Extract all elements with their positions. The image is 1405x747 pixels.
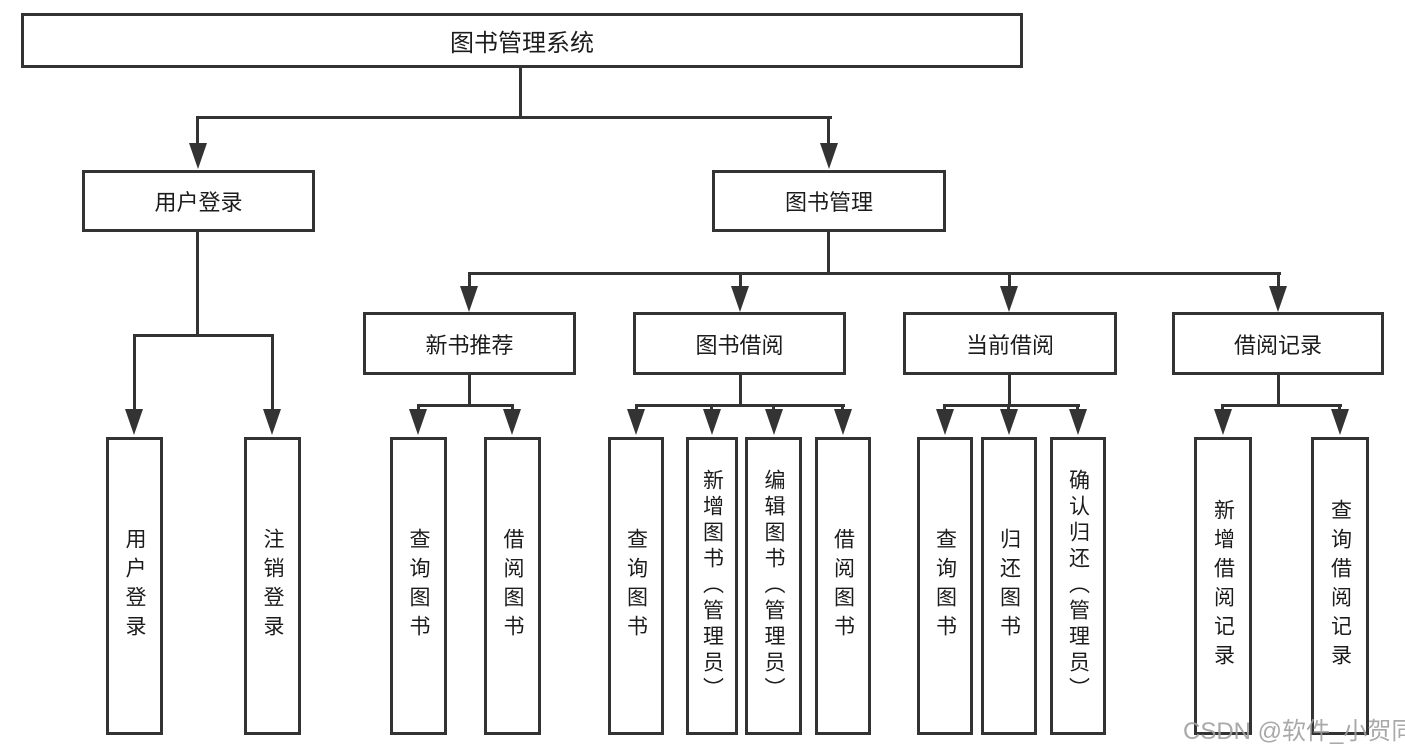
arrowhead-down-icon [731, 286, 749, 312]
node-label: 借阅记录 [1233, 332, 1322, 358]
leaf-label: 借阅图书 [501, 528, 524, 644]
leaf-return-books: 归还图书 [981, 437, 1037, 735]
leaf-label: 借阅图书 [831, 528, 855, 644]
node-book-management: 图书管理 [712, 170, 946, 232]
node-borrowing-records: 借阅记录 [1172, 312, 1384, 375]
connector-vline [196, 116, 199, 146]
leaf-query-books-recommend: 查询图书 [390, 437, 447, 735]
arrowhead-down-icon [1000, 409, 1018, 435]
arrowhead-down-icon [627, 409, 645, 435]
connector-hline [133, 334, 274, 337]
leaf-label: 归还图书 [997, 528, 1021, 644]
leaf-add-books-admin: 新增图书（管理员） [686, 437, 738, 735]
connector-vline [1008, 272, 1011, 288]
leaf-add-borrow-record: 新增借阅记录 [1194, 437, 1252, 735]
leaf-query-books-borrowing: 查询图书 [608, 437, 664, 735]
leaf-logout-login: 注销登录 [244, 437, 301, 735]
connector-vline [196, 232, 199, 337]
arrowhead-down-icon [189, 143, 207, 169]
node-user-login: 用户登录 [82, 170, 315, 232]
leaf-label: 查询图书 [624, 528, 648, 644]
connector-vline [468, 375, 471, 406]
connector-hline [417, 404, 514, 407]
arrowhead-down-icon [125, 409, 143, 435]
connector-vline [511, 404, 514, 412]
node-label: 新书推荐 [425, 332, 514, 358]
arrowhead-down-icon [1269, 286, 1287, 312]
watermark: CSDN @软件_小贺同学 [1183, 718, 1405, 745]
connector-vline [1007, 404, 1010, 412]
node-label: 用户登录 [154, 190, 243, 215]
arrowhead-down-icon [936, 409, 954, 435]
connector-vline [710, 404, 713, 412]
node-library-system: 图书管理系统 [21, 13, 1023, 68]
leaf-user-login: 用户登录 [106, 437, 163, 735]
leaf-label: 确认归还（管理员） [1066, 469, 1090, 703]
arrowhead-down-icon [460, 286, 478, 312]
connector-vline [1221, 404, 1224, 412]
arrowhead-down-icon [834, 409, 852, 435]
leaf-label: 查询借阅记录 [1328, 499, 1352, 673]
node-label: 当前借阅 [965, 332, 1054, 358]
arrowhead-down-icon [1069, 409, 1087, 435]
connector-vline [772, 404, 775, 412]
connector-vline [635, 404, 638, 412]
connector-hline [468, 272, 1281, 275]
node-new-book-recommendation: 新书推荐 [363, 312, 576, 375]
arrowhead-down-icon [409, 409, 427, 435]
connector-vline [1277, 272, 1280, 288]
node-label: 图书管理系统 [450, 30, 594, 57]
connector-hline [635, 404, 845, 407]
arrowhead-down-icon [1000, 286, 1018, 312]
leaf-label: 注销登录 [261, 528, 284, 644]
leaf-borrow-books-recommend: 借阅图书 [484, 437, 541, 735]
arrowhead-down-icon [820, 143, 838, 169]
connector-vline [841, 404, 844, 412]
connector-vline [417, 404, 420, 412]
connector-vline [1008, 375, 1011, 406]
connector-hline [196, 116, 832, 119]
arrowhead-down-icon [503, 409, 521, 435]
connector-vline [468, 272, 471, 288]
arrowhead-down-icon [263, 409, 281, 435]
connector-hline [944, 404, 1080, 407]
connector-vline [133, 334, 136, 411]
leaf-edit-books-admin: 编辑图书（管理员） [745, 437, 802, 735]
connector-vline [271, 334, 274, 411]
leaf-confirm-return-admin: 确认归还（管理员） [1050, 437, 1106, 735]
leaf-query-borrow-record: 查询借阅记录 [1311, 437, 1369, 735]
arrowhead-down-icon [703, 409, 721, 435]
connector-hline [1222, 404, 1342, 407]
leaf-borrow-books-borrowing: 借阅图书 [815, 437, 871, 735]
connector-vline [519, 68, 522, 119]
connector-vline [943, 404, 946, 412]
leaf-query-books-current: 查询图书 [917, 437, 973, 735]
leaf-label: 新增借阅记录 [1211, 499, 1235, 673]
node-label: 图书借阅 [695, 332, 784, 358]
connector-vline [1277, 375, 1280, 406]
connector-vline [1338, 404, 1341, 412]
arrowhead-down-icon [765, 409, 783, 435]
leaf-label: 新增图书（管理员） [700, 469, 724, 703]
leaf-label: 查询图书 [933, 528, 957, 644]
connector-vline [739, 272, 742, 288]
leaf-label: 编辑图书（管理员） [762, 469, 785, 703]
connector-vline [827, 116, 830, 146]
arrowhead-down-icon [1214, 409, 1232, 435]
leaf-label: 用户登录 [123, 528, 146, 644]
connector-vline [1076, 404, 1079, 412]
connector-vline [827, 232, 830, 275]
connector-vline [739, 375, 742, 406]
node-current-borrowing: 当前借阅 [903, 312, 1117, 375]
arrowhead-down-icon [1331, 409, 1349, 435]
node-book-borrowing: 图书借阅 [633, 312, 846, 375]
leaf-label: 查询图书 [407, 528, 430, 644]
node-label: 图书管理 [784, 190, 873, 215]
